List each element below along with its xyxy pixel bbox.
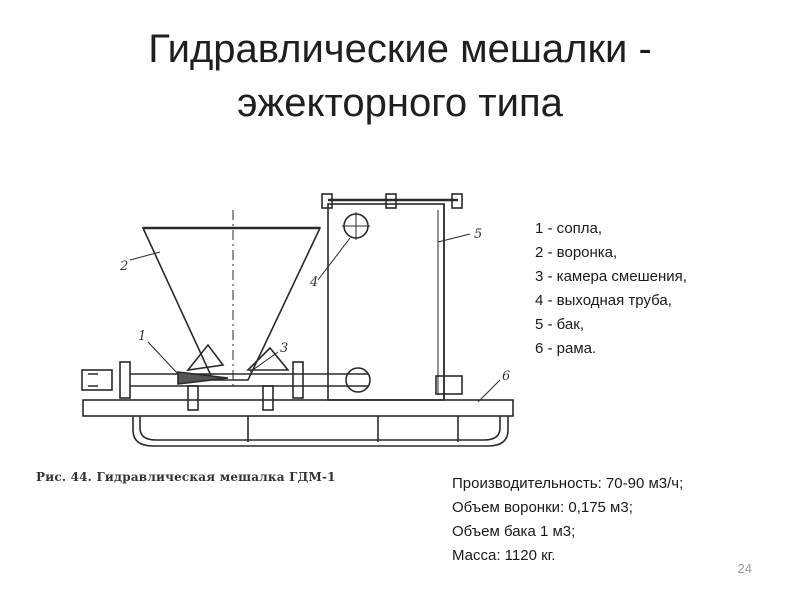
pipe-inlet [81,369,113,391]
spec-item: Производительность: 70-90 м3/ч; [452,475,684,492]
spec-item: Объем воронки: 0,175 м3; [452,499,633,516]
part-label-1: 1 [138,329,146,344]
legend-item: 4 - выходная труба, [535,292,672,309]
parts-legend: 1 - сопла, 2 - воронка, 3 - камера смеше… [535,217,687,361]
part-label-4: 4 [309,275,318,290]
hopper-funnel [141,227,322,381]
part-label-5: 5 [474,227,482,242]
tank [327,203,445,401]
part-label-2: 2 [119,259,128,274]
frame-rail [82,399,514,417]
legend-item: 2 - воронка, [535,244,618,261]
title-line-2: эжекторного типа [237,81,563,125]
page-number: 24 [737,561,752,576]
specs-list: Производительность: 70-90 м3/ч; Объем во… [452,472,683,568]
part-label-6: 6 [502,369,510,384]
figure-caption: Рис. 44. Гидравлическая мешалка ГДМ-1 [36,470,336,484]
spec-item: Масса: 1120 кг. [452,547,556,564]
nozzle [177,371,229,385]
part-label-3: 3 [280,341,288,356]
slide-title: Гидравлические мешалки - эжекторного тип… [40,22,760,130]
mixer-drawing: 2 1 3 4 5 6 [38,180,518,490]
title-line-1: Гидравлические мешалки - [148,27,652,71]
spec-item: Объем бака 1 м3; [452,523,576,540]
frame-skid [132,416,509,447]
legend-item: 1 - сопла, [535,220,603,237]
legend-item: 6 - рама. [535,340,597,357]
legend-item: 5 - бак, [535,316,584,333]
legend-item: 3 - камера смешения, [535,268,687,285]
mixer-drawing-svg: 2 1 3 4 5 6 [81,193,514,447]
